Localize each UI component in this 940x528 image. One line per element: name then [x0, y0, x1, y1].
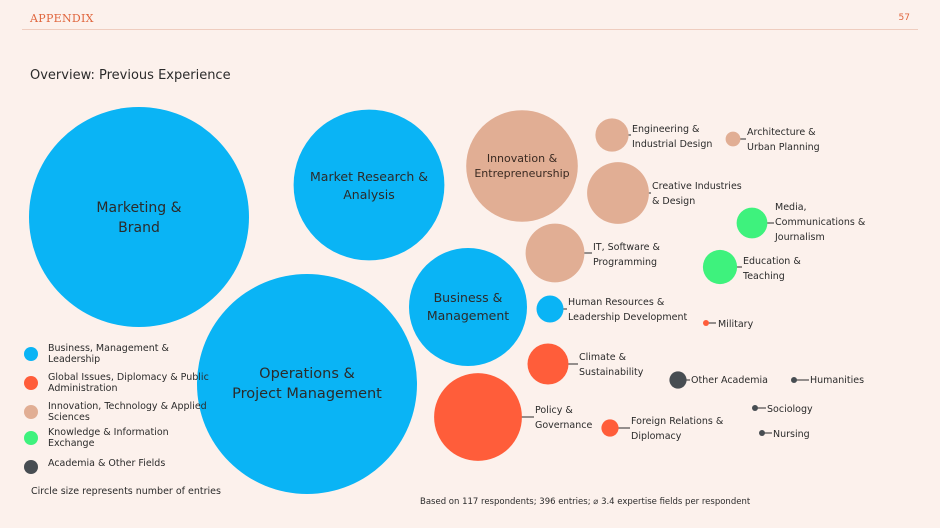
- source-footnote: Based on 117 respondents; 396 entries; ⌀…: [420, 497, 751, 507]
- bubble-foreign-relations-diplomacy: [601, 419, 619, 437]
- legend-item-global: Global Issues, Diplomacy & Public Admini…: [24, 372, 224, 399]
- bubble-human-resources-leadership-development: [536, 295, 564, 323]
- legend-swatch-academia: [24, 460, 38, 474]
- legend-item-academia: Academia & Other Fields: [24, 457, 224, 483]
- bubble-it-software-programming: [525, 223, 585, 283]
- legend-label-knowledge: Knowledge & Information Exchange: [48, 427, 169, 449]
- legend-swatch-global: [24, 376, 38, 390]
- page-title: Overview: Previous Experience: [30, 68, 231, 83]
- bubble-business-management: [409, 248, 527, 366]
- bubble-label-creative-industries-design: Creative Industries& Design: [652, 181, 742, 207]
- bubble-engineering-industrial-design: [595, 118, 629, 152]
- bubble-other-academia: [669, 371, 687, 389]
- bubble-label-nursing: Nursing: [773, 429, 810, 440]
- bubble-military: [703, 320, 709, 326]
- header-divider: [22, 29, 918, 30]
- page-number: 57: [898, 13, 910, 23]
- bubble-label-human-resources-leadership-development: Human Resources &Leadership Development: [568, 297, 687, 323]
- legend-item-knowledge: Knowledge & Information Exchange: [24, 427, 224, 454]
- bubble-label-education-teaching: Education &Teaching: [742, 256, 801, 282]
- legend-label-innovation: Innovation, Technology & Applied Science…: [48, 401, 207, 423]
- bubble-label-operations-project-management: Operations &Project Management: [232, 366, 382, 402]
- legend-label-academia: Academia & Other Fields: [48, 458, 166, 469]
- bubble-sociology: [752, 405, 758, 411]
- bubble-innovation-entrepreneurship: [466, 110, 578, 222]
- bubble-label-architecture-urban-planning: Architecture &Urban Planning: [747, 127, 820, 153]
- legend-swatch-knowledge: [24, 431, 38, 445]
- bubble-label-marketing-brand: Marketing &Brand: [96, 200, 181, 236]
- bubble-label-business-management: Business &Management: [427, 290, 509, 323]
- legend-item-business: Business, Management & Leadership: [24, 343, 224, 370]
- legend-label-business: Business, Management & Leadership: [48, 343, 169, 365]
- section-label: APPENDIX: [30, 12, 94, 25]
- bubble-label-innovation-entrepreneurship: Innovation &Entrepreneurship: [474, 152, 569, 180]
- page-header: APPENDIX 57: [0, 0, 940, 30]
- bubble-market-research-analysis: [293, 109, 445, 261]
- bubble-operations-project-management: [197, 274, 417, 494]
- bubble-label-climate-sustainability: Climate &Sustainability: [579, 352, 644, 378]
- legend-swatch-innovation: [24, 405, 38, 419]
- bubble-label-humanities: Humanities: [810, 375, 864, 386]
- bubble-climate-sustainability: [527, 343, 569, 385]
- bubble-architecture-urban-planning: [725, 131, 741, 147]
- bubble-label-military: Military: [718, 319, 754, 330]
- bubble-nursing: [759, 430, 765, 436]
- legend-label-global: Global Issues, Diplomacy & Public Admini…: [48, 372, 209, 394]
- bubble-education-teaching: [702, 249, 738, 285]
- bubble-humanities: [791, 377, 797, 383]
- bubble-media-communications-journalism: [736, 207, 768, 239]
- bubble-policy-governance: [434, 373, 522, 461]
- bubble-label-engineering-industrial-design: Engineering &Industrial Design: [632, 124, 712, 150]
- bubble-label-sociology: Sociology: [767, 404, 813, 415]
- bubble-label-foreign-relations-diplomacy: Foreign Relations &Diplomacy: [631, 416, 724, 442]
- bubble-label-market-research-analysis: Market Research &Analysis: [310, 169, 428, 202]
- bubble-label-other-academia: Other Academia: [691, 375, 768, 386]
- bubble-creative-industries-design: [587, 162, 649, 224]
- size-note: Circle size represents number of entries: [31, 486, 221, 497]
- legend-item-innovation: Innovation, Technology & Applied Science…: [24, 401, 224, 428]
- legend-swatch-business: [24, 347, 38, 361]
- bubble-label-it-software-programming: IT, Software &Programming: [593, 242, 661, 268]
- bubble-label-policy-governance: Policy &Governance: [535, 405, 592, 431]
- bubble-marketing-brand: [29, 107, 249, 327]
- bubble-label-media-communications-journalism: Media,Communications &Journalism: [774, 202, 866, 243]
